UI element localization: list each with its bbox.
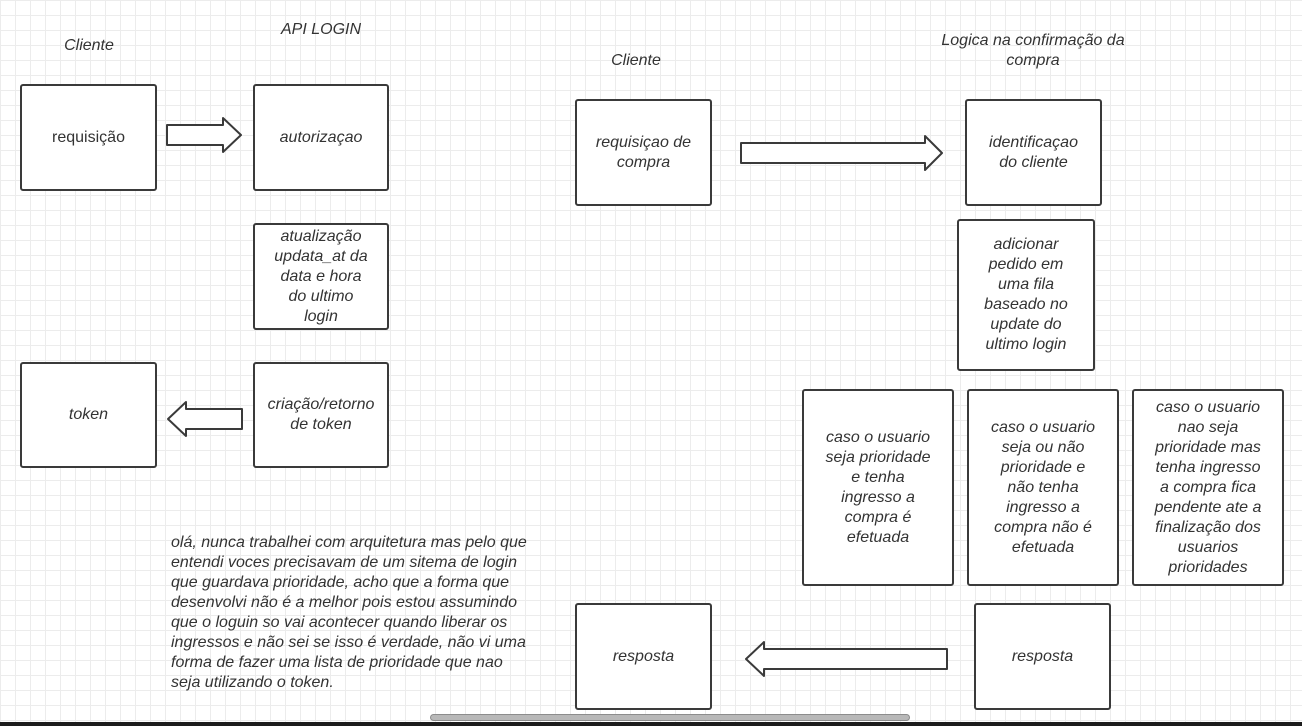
resposta-right-box[interactable]: resposta — [974, 603, 1111, 710]
caso-nao-efetuada-box[interactable]: caso o usuario seja ou não prioridade e … — [967, 389, 1119, 586]
api-login-label: API LOGIN — [280, 21, 362, 38]
author-note: olá, nunca trabalhei com arquitetura mas… — [171, 534, 527, 691]
atualizacao-box[interactable]: atualização updata_at da data e hora do … — [253, 223, 389, 330]
scrollbar-track[interactable] — [0, 722, 1302, 726]
criacao-token-box[interactable]: criação/retorno de token — [253, 362, 389, 468]
arrow-right-compra — [740, 135, 943, 171]
arrow-right-requisicao — [166, 117, 242, 153]
resposta-right-text: resposta — [1011, 647, 1074, 665]
caso-nao-efetuada-text: caso o usuario seja ou não prioridade e … — [990, 418, 1096, 556]
autorizacao-box[interactable]: autorizaçao — [253, 84, 389, 191]
requisicao-compra-box[interactable]: requisiçao de compra — [575, 99, 712, 206]
caso-pendente-text: caso o usuario nao seja prioridade mas t… — [1154, 398, 1262, 576]
criacao-token-text: criação/retorno de token — [267, 396, 375, 433]
cliente-label-right: Cliente — [611, 52, 661, 69]
identificacao-text: identificaçao do cliente — [989, 133, 1078, 171]
token-text: token — [68, 406, 109, 423]
logica-label-text: Logica na confirmação da compra — [941, 32, 1125, 69]
adicionar-pedido-box[interactable]: adicionar pedido em uma fila baseado no … — [957, 219, 1095, 371]
adicionar-pedido-text: adicionar pedido em uma fila baseado no … — [984, 236, 1068, 353]
requisicao-compra-text: requisiçao de compra — [595, 133, 692, 171]
scrollbar-thumb[interactable] — [430, 714, 910, 721]
token-box[interactable]: token — [20, 362, 157, 468]
arrow-left-token — [167, 401, 243, 437]
caso-pendente-box[interactable]: caso o usuario nao seja prioridade mas t… — [1132, 389, 1284, 586]
cliente-label-left: Cliente — [64, 37, 114, 54]
logica-label: Logica na confirmação da compra — [923, 31, 1143, 71]
resposta-left-box[interactable]: resposta — [575, 603, 712, 710]
arrow-left-resposta — [745, 641, 948, 677]
requisicao-text: requisição — [52, 128, 125, 146]
autorizacao-text: autorizaçao — [279, 128, 363, 146]
caso-efetuada-box[interactable]: caso o usuario seja prioridade e tenha i… — [802, 389, 954, 586]
caso-efetuada-text: caso o usuario seja prioridade e tenha i… — [825, 428, 931, 546]
atualizacao-text: atualização updata_at da data e hora do … — [274, 227, 368, 325]
requisicao-box[interactable]: requisição — [20, 84, 157, 191]
resposta-left-text: resposta — [612, 647, 675, 665]
identificacao-box[interactable]: identificaçao do cliente — [965, 99, 1102, 206]
